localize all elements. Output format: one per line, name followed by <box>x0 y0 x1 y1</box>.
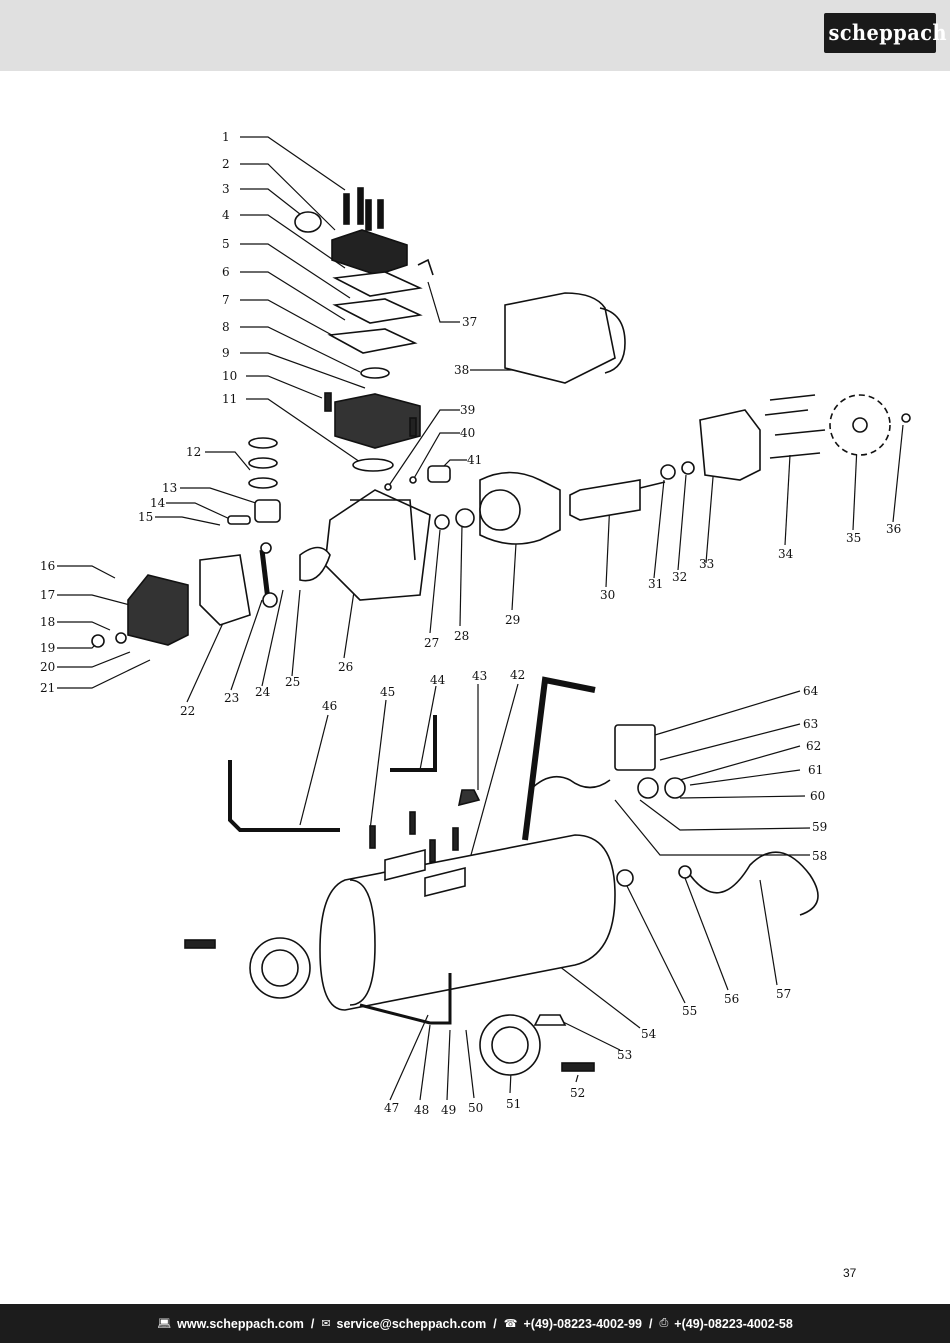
part-label: 46 <box>322 699 337 713</box>
header-bar: scheppach <box>0 0 950 71</box>
part-label: 6 <box>222 265 230 279</box>
part-label: 43 <box>472 669 487 683</box>
part-label: 3 <box>222 182 230 196</box>
part-label: 36 <box>886 522 901 536</box>
part-label: 1 <box>222 130 230 144</box>
footer-phone[interactable]: +(49)-08223-4002-99 <box>523 1316 642 1331</box>
footer-separator: / <box>493 1316 497 1331</box>
part-label: 57 <box>776 987 791 1001</box>
part-label: 18 <box>40 615 55 629</box>
part-label: 33 <box>699 557 714 571</box>
part-label: 4 <box>222 208 230 222</box>
part-label: 22 <box>180 704 195 718</box>
brand-logo-text: scheppach <box>828 20 947 45</box>
part-label: 13 <box>162 481 177 495</box>
footer-email[interactable]: service@scheppach.com <box>336 1316 487 1331</box>
part-label: 63 <box>803 717 818 731</box>
part-label: 16 <box>40 559 55 573</box>
part-label: 34 <box>778 547 794 561</box>
part-label: 49 <box>441 1103 456 1117</box>
part-label: 27 <box>424 636 439 650</box>
part-label: 15 <box>138 510 153 524</box>
part-label: 48 <box>414 1103 429 1117</box>
part-label: 56 <box>724 992 739 1006</box>
part-label: 2 <box>222 157 230 171</box>
part-label: 61 <box>808 763 823 777</box>
part-label: 12 <box>186 445 201 459</box>
part-label: 10 <box>222 369 237 383</box>
footer-separator: / <box>648 1316 653 1331</box>
part-label: 17 <box>40 588 55 602</box>
part-label: 45 <box>380 685 395 699</box>
part-label: 23 <box>224 691 239 705</box>
part-label: 21 <box>40 681 55 695</box>
part-label: 44 <box>430 673 446 687</box>
part-label: 7 <box>222 293 230 307</box>
part-label: 28 <box>454 629 469 643</box>
footer-fax: +(49)-08223-4002-58 <box>674 1316 793 1331</box>
footer-website[interactable]: www.scheppach.com <box>177 1316 304 1331</box>
part-label: 52 <box>570 1086 585 1100</box>
part-label: 5 <box>222 237 230 251</box>
part-label: 32 <box>672 570 687 584</box>
page-number: 37 <box>843 1266 857 1280</box>
part-label: 64 <box>803 684 819 698</box>
footer-contact-bar: 💻︎ www.scheppach.com / ✉︎ service@schepp… <box>0 1304 950 1343</box>
brand-logo: scheppach <box>824 13 947 53</box>
part-label: 55 <box>682 1004 697 1018</box>
fax-icon: ⎙ <box>659 1317 669 1329</box>
computer-icon: 💻︎ <box>157 1318 172 1330</box>
part-label: 19 <box>40 641 55 655</box>
compressor-parts <box>91 187 911 1076</box>
part-label: 37 <box>462 315 477 329</box>
part-label: 41 <box>467 453 482 467</box>
part-label: 20 <box>40 660 55 674</box>
part-label: 9 <box>222 346 230 360</box>
part-label: 8 <box>222 320 230 334</box>
part-label: 51 <box>506 1097 521 1111</box>
part-label: 25 <box>285 675 300 689</box>
part-label: 40 <box>460 426 475 440</box>
envelope-icon: ✉︎ <box>321 1318 331 1330</box>
part-label: 11 <box>222 392 237 406</box>
part-label: 29 <box>505 613 520 627</box>
part-label: 42 <box>510 668 525 682</box>
part-label: 53 <box>617 1048 632 1062</box>
part-label: 58 <box>812 849 827 863</box>
part-label: 24 <box>255 685 271 699</box>
part-label: 38 <box>454 363 469 377</box>
footer-separator: / <box>310 1316 315 1331</box>
part-label: 14 <box>150 496 166 510</box>
part-label: 59 <box>812 820 827 834</box>
part-label: 26 <box>338 660 353 674</box>
part-number-labels: 1 2 3 4 5 6 7 8 9 10 11 12 13 14 15 16 1… <box>40 130 901 1117</box>
part-label: 31 <box>648 577 663 591</box>
telephone-icon: ☎︎ <box>503 1318 518 1330</box>
part-label: 35 <box>846 531 861 545</box>
part-label: 60 <box>810 789 825 803</box>
part-label: 39 <box>460 403 475 417</box>
part-label: 54 <box>641 1027 657 1041</box>
part-label: 30 <box>600 588 615 602</box>
part-label: 62 <box>806 739 821 753</box>
part-label: 47 <box>384 1101 399 1115</box>
part-label: 50 <box>468 1101 483 1115</box>
